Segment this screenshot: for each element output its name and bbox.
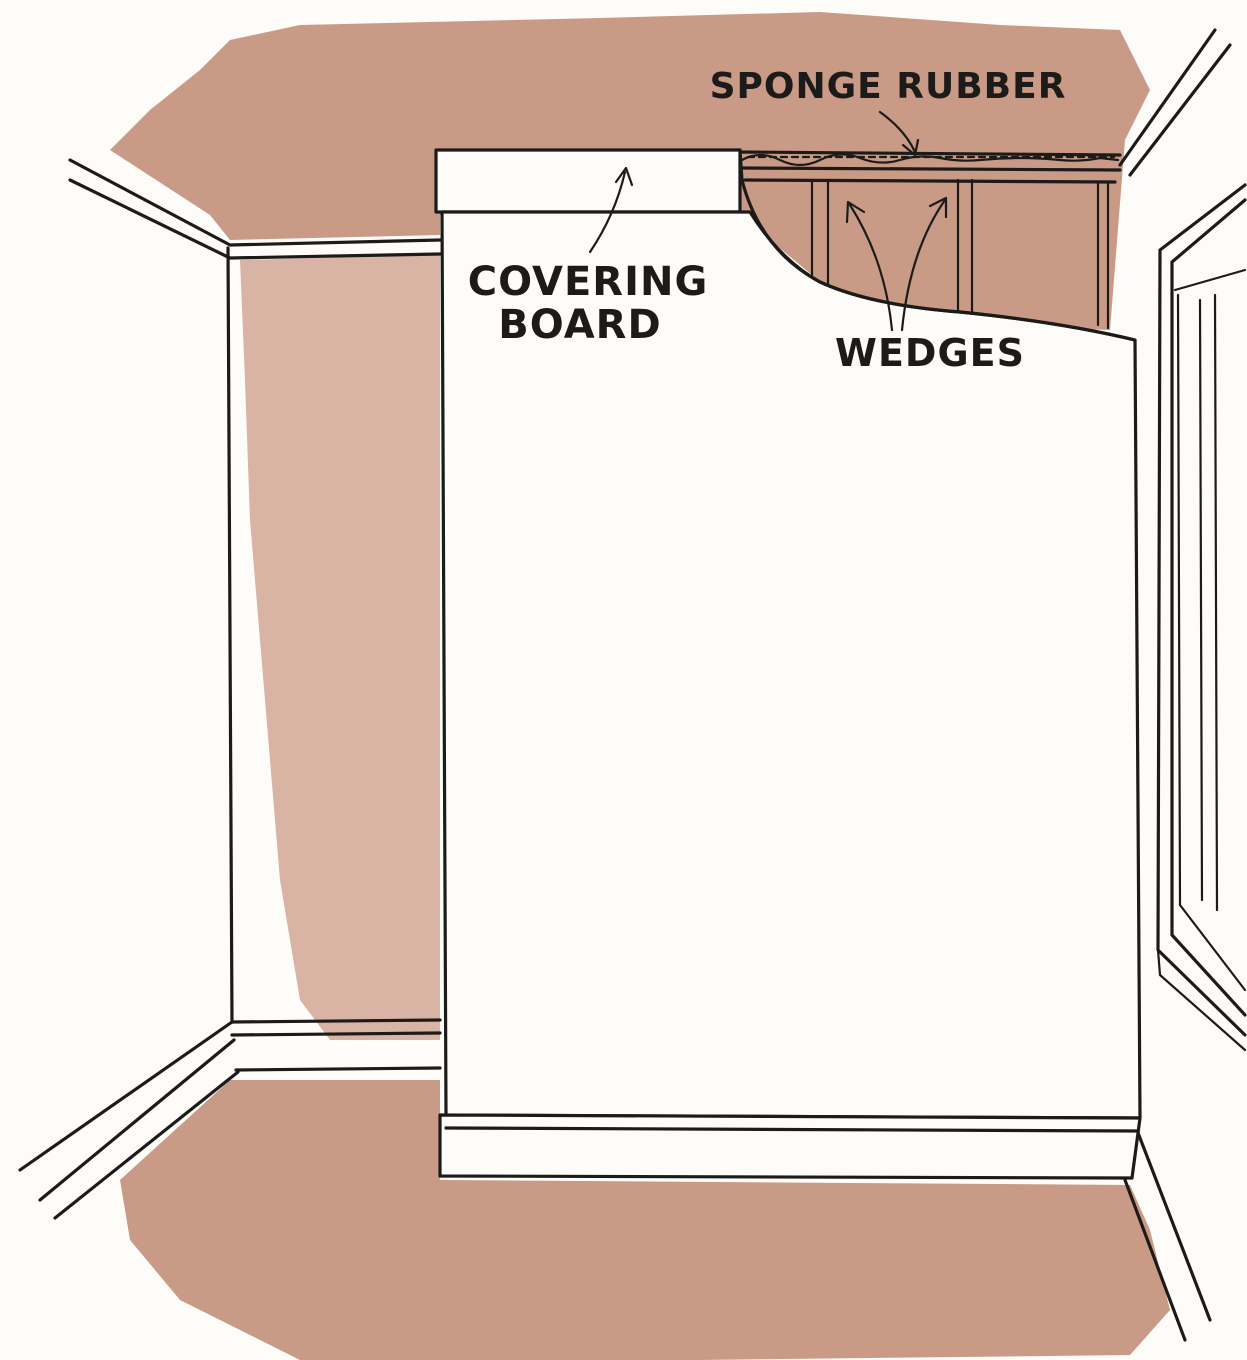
left-wall-wash xyxy=(240,255,440,1040)
covering-board-label-line2: BOARD xyxy=(498,302,661,348)
window-frame xyxy=(1158,185,1245,1050)
left-skirting-mid xyxy=(232,1033,440,1035)
partition-base-board xyxy=(440,1115,1140,1178)
covering-board-label-line1: COVERING xyxy=(468,259,709,305)
left-wall-corner xyxy=(228,248,232,1022)
left-skirting-bottom xyxy=(236,1068,440,1070)
right-cornice-line-2 xyxy=(1130,45,1230,175)
sponge-rubber-label: SPONGE RUBBER xyxy=(710,66,1067,107)
covering-board xyxy=(436,150,740,212)
wedges-label: WEDGES xyxy=(835,331,1025,375)
left-skirting-top xyxy=(232,1020,440,1022)
